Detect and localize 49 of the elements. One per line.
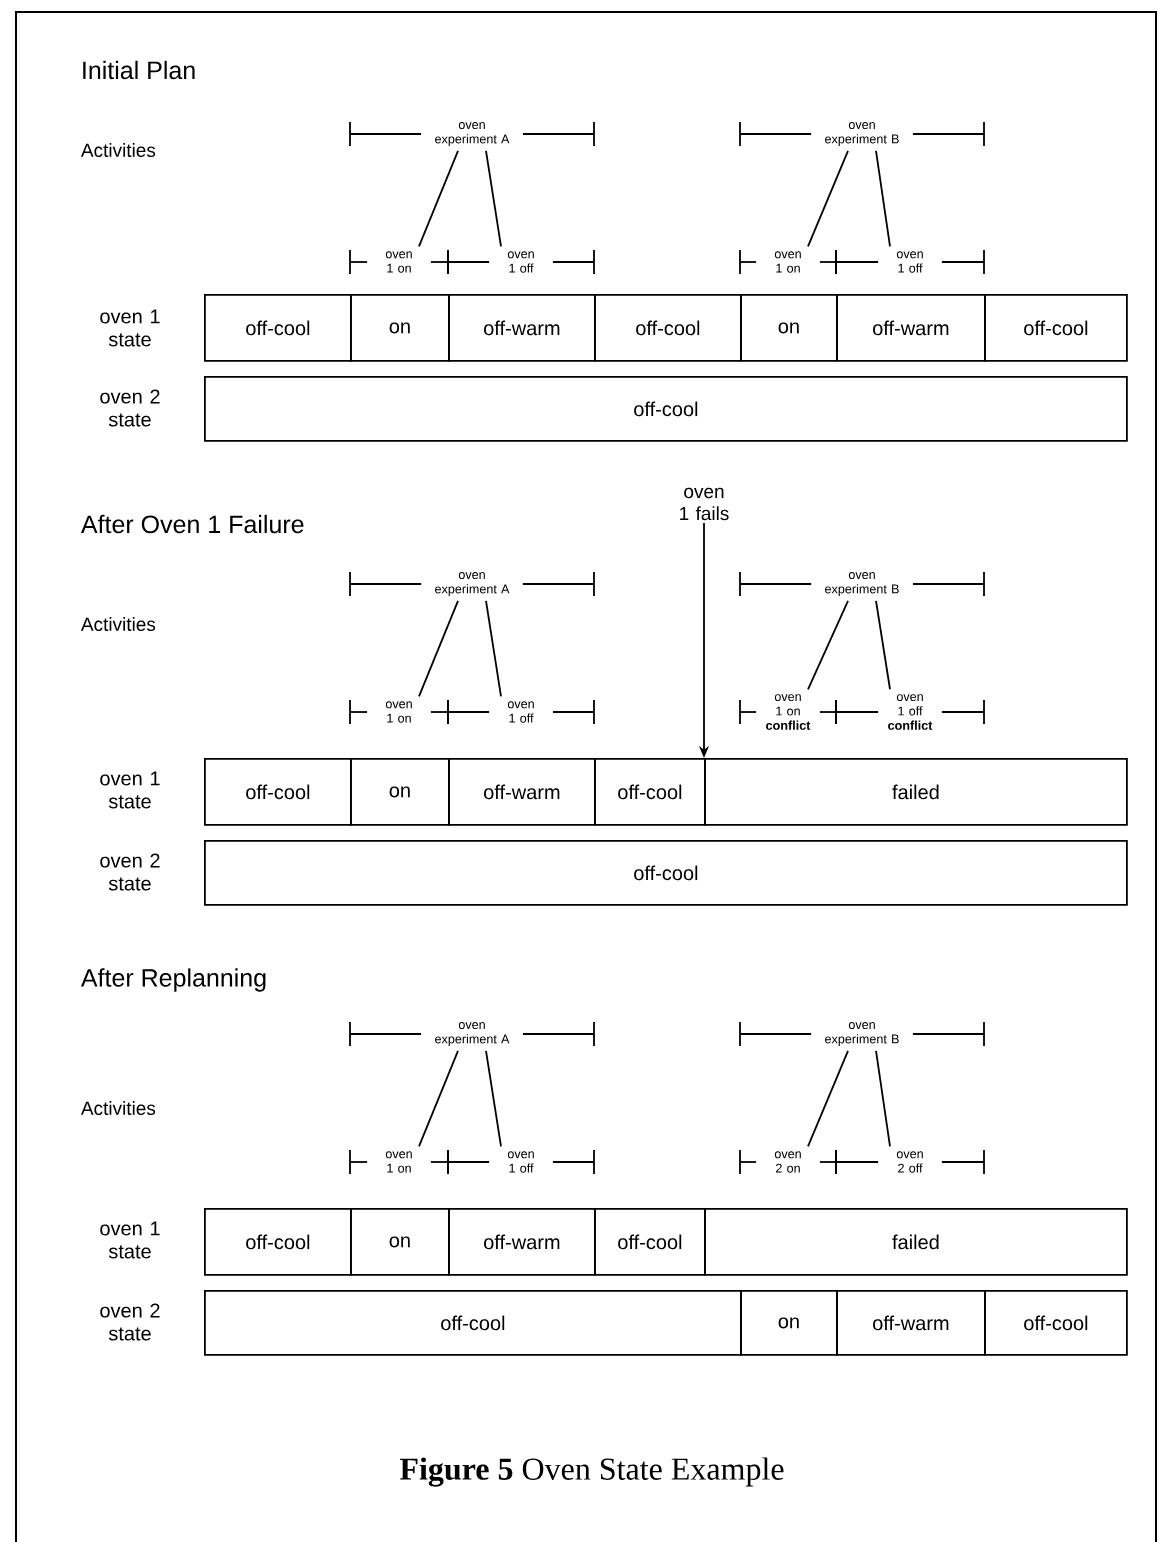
- state-cell: off-cool: [984, 294, 1128, 362]
- state-cell: on: [740, 294, 838, 362]
- state-cell: off-warm: [836, 1290, 986, 1356]
- state-cell: off-cool: [204, 758, 352, 826]
- row-label: oven 2 state: [100, 853, 160, 891]
- state-cell: on: [350, 294, 450, 362]
- state-cell: on: [350, 758, 450, 826]
- panel-title: Initial Plan: [83, 60, 195, 80]
- row-label: oven 1 state: [100, 771, 160, 809]
- row-label: Activities: [80, 143, 156, 157]
- row-label: oven 2 state: [100, 389, 160, 427]
- state-cell: off-cool: [594, 294, 742, 362]
- panel-title: After Replanning: [80, 968, 266, 992]
- state-cell: off-cool: [594, 1208, 706, 1276]
- connector-line: [418, 149, 459, 248]
- row-label: oven 1 state: [100, 1221, 160, 1259]
- connector-line: [875, 599, 891, 691]
- row-label: Activities: [80, 1101, 156, 1115]
- state-cell: on: [350, 1208, 450, 1276]
- state-cell: off-cool: [204, 1290, 742, 1356]
- state-cell: off-cool: [204, 376, 1128, 442]
- connector-line: [807, 1049, 849, 1148]
- connector-line: [485, 1049, 502, 1148]
- connector-line: [807, 149, 849, 248]
- row-label: oven 2 state: [100, 1303, 160, 1341]
- connector-line: [485, 149, 502, 248]
- state-cell: off-cool: [594, 758, 706, 826]
- connector-line: [485, 599, 502, 698]
- state-cell: off-warm: [448, 294, 596, 362]
- state-cell: off-warm: [448, 758, 596, 826]
- callout-text: oven 1 fails: [680, 487, 729, 521]
- state-cell: off-cool: [204, 1208, 352, 1276]
- state-cell: off-cool: [204, 294, 352, 362]
- state-cell: on: [740, 1290, 838, 1356]
- connector-line: [875, 1049, 891, 1148]
- connector-line: [418, 599, 459, 698]
- state-cell: failed: [704, 758, 1128, 826]
- figure-caption: Figure 5 Oven State Example: [400, 1457, 784, 1487]
- connector-line: [875, 149, 891, 248]
- state-cell: off-cool: [204, 840, 1128, 906]
- row-label: oven 1 state: [100, 309, 160, 347]
- row-label: Activities: [80, 617, 156, 631]
- state-cell: off-warm: [836, 294, 986, 362]
- state-cell: off-warm: [448, 1208, 596, 1276]
- state-cell: off-cool: [984, 1290, 1128, 1356]
- panel-title: After Oven 1 Failure: [80, 514, 304, 534]
- connector-line: [418, 1049, 459, 1148]
- connector-line: [807, 599, 849, 691]
- state-cell: failed: [704, 1208, 1128, 1276]
